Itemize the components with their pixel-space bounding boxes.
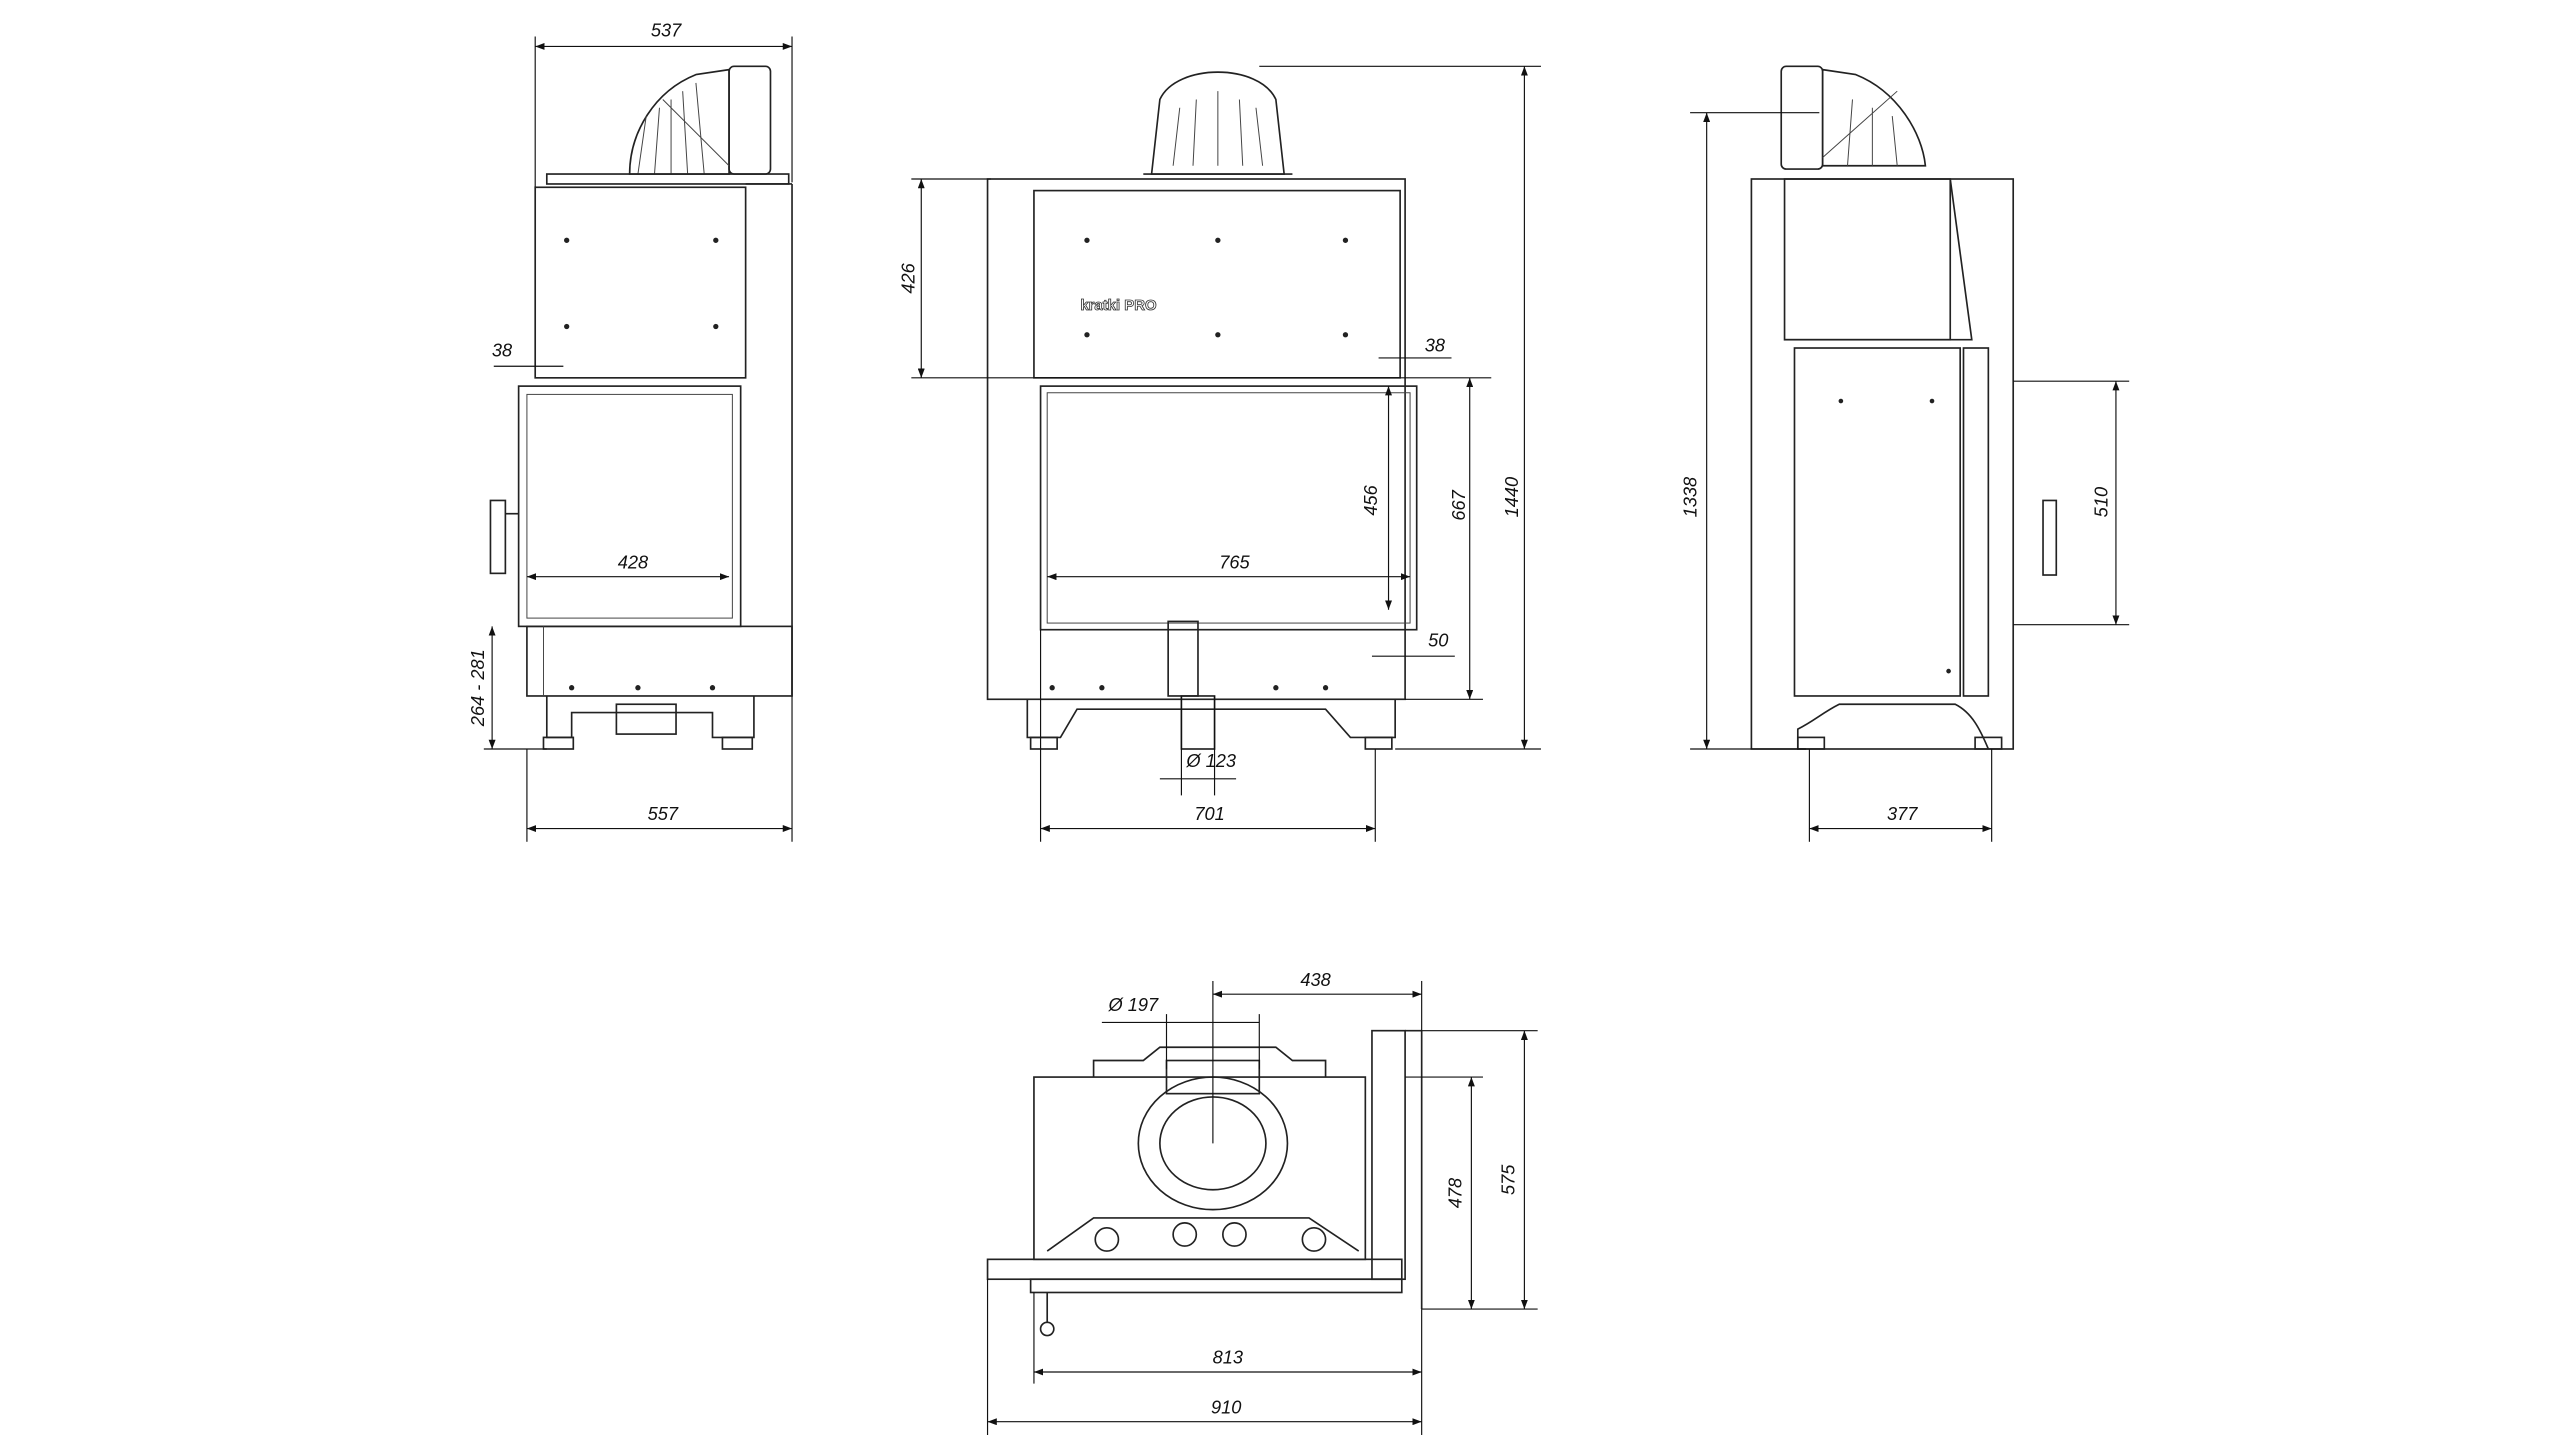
svg-text:kratki PRO: kratki PRO (1080, 298, 1156, 314)
dim-428: 428 (618, 552, 649, 572)
dim-478: 478 (1445, 1177, 1465, 1208)
left-side-view: 537 38 428 264 - 281 557 (468, 21, 793, 842)
dim-1440: 1440 (1502, 477, 1522, 518)
dim-438: 438 (1300, 970, 1331, 990)
dim-510: 510 (2092, 487, 2112, 517)
dim-264-281: 264 - 281 (468, 649, 488, 727)
dim-50: 50 (1428, 630, 1448, 650)
dim-557: 557 (648, 804, 679, 824)
dim-diameter-197: Ø 197 (1108, 995, 1159, 1015)
dim-667: 667 (1449, 489, 1469, 520)
dim-377: 377 (1887, 804, 1918, 824)
dim-537: 537 (651, 21, 682, 41)
front-view: kratki PRO 426 38 456 765 667 1440 50 Ø … (899, 65, 1541, 842)
dim-575: 575 (1498, 1164, 1518, 1195)
dim-813: 813 (1213, 1348, 1243, 1368)
dim-38-left: 38 (492, 340, 513, 360)
dim-765: 765 (1219, 552, 1250, 572)
dim-701: 701 (1194, 804, 1224, 824)
dim-1338: 1338 (1681, 476, 1701, 517)
right-side-view: 1338 510 377 (1681, 65, 2130, 842)
top-view: 438 Ø 197 478 575 813 910 (986, 970, 1538, 1435)
dim-426: 426 (899, 262, 919, 293)
dim-456: 456 (1361, 484, 1381, 515)
dim-910: 910 (1211, 1397, 1241, 1417)
dim-38-front: 38 (1425, 335, 1446, 355)
kratki-logo: kratki PRO (1080, 297, 1157, 314)
dim-diameter-123: Ø 123 (1185, 751, 1236, 771)
